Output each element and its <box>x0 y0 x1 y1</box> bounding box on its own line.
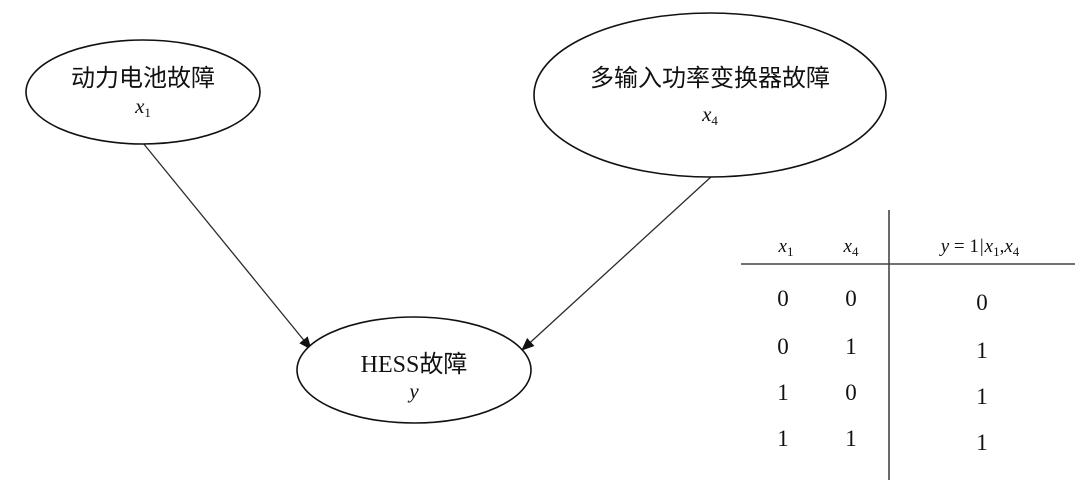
cpt-row-4-x1: 1 <box>777 426 789 451</box>
cpt-header-x1: x1 <box>778 236 794 259</box>
cpt-row-4-result: 1 <box>976 430 988 455</box>
edge-converter-to-hess <box>521 175 713 351</box>
node-hess-fault-label: HESS故障 <box>361 350 468 378</box>
cpt-row-1-result: 0 <box>976 290 988 315</box>
cpt-header-x4: x4 <box>843 236 859 259</box>
node-converter-fault[interactable]: 多输入功率变换器故障 x4 <box>533 12 887 178</box>
cpt-row-1-x4: 0 <box>845 286 857 311</box>
cpt-row-2-x1: 0 <box>777 334 789 359</box>
node-battery-fault[interactable]: 动力电池故障 x1 <box>25 39 261 145</box>
cpt-row-3-result: 1 <box>976 384 988 409</box>
node-converter-fault-label: 多输入功率变换器故障 <box>590 64 830 92</box>
node-battery-fault-symbol: x1 <box>134 94 151 120</box>
node-hess-fault[interactable]: HESS故障 y <box>296 316 532 424</box>
node-battery-fault-label: 动力电池故障 <box>71 64 215 92</box>
cpt-table: x1 x4 y = 1|x1,x4 0 0 0 0 1 1 1 0 1 1 1 … <box>741 210 1075 480</box>
cpt-row-1-x1: 0 <box>777 286 789 311</box>
node-converter-fault-symbol: x4 <box>701 102 718 128</box>
cpt-row-4-x4: 1 <box>845 426 857 451</box>
cpt-row-3-x4: 0 <box>845 380 857 405</box>
edge-battery-to-hess <box>142 142 312 350</box>
cpt-row-3-x1: 1 <box>777 380 789 405</box>
node-hess-fault-symbol: y <box>407 379 419 403</box>
cpt-row-2-result: 1 <box>976 338 988 363</box>
cpt-row-2-x4: 1 <box>845 334 857 359</box>
cpt-header-result: y = 1|x1,x4 <box>939 236 1020 259</box>
